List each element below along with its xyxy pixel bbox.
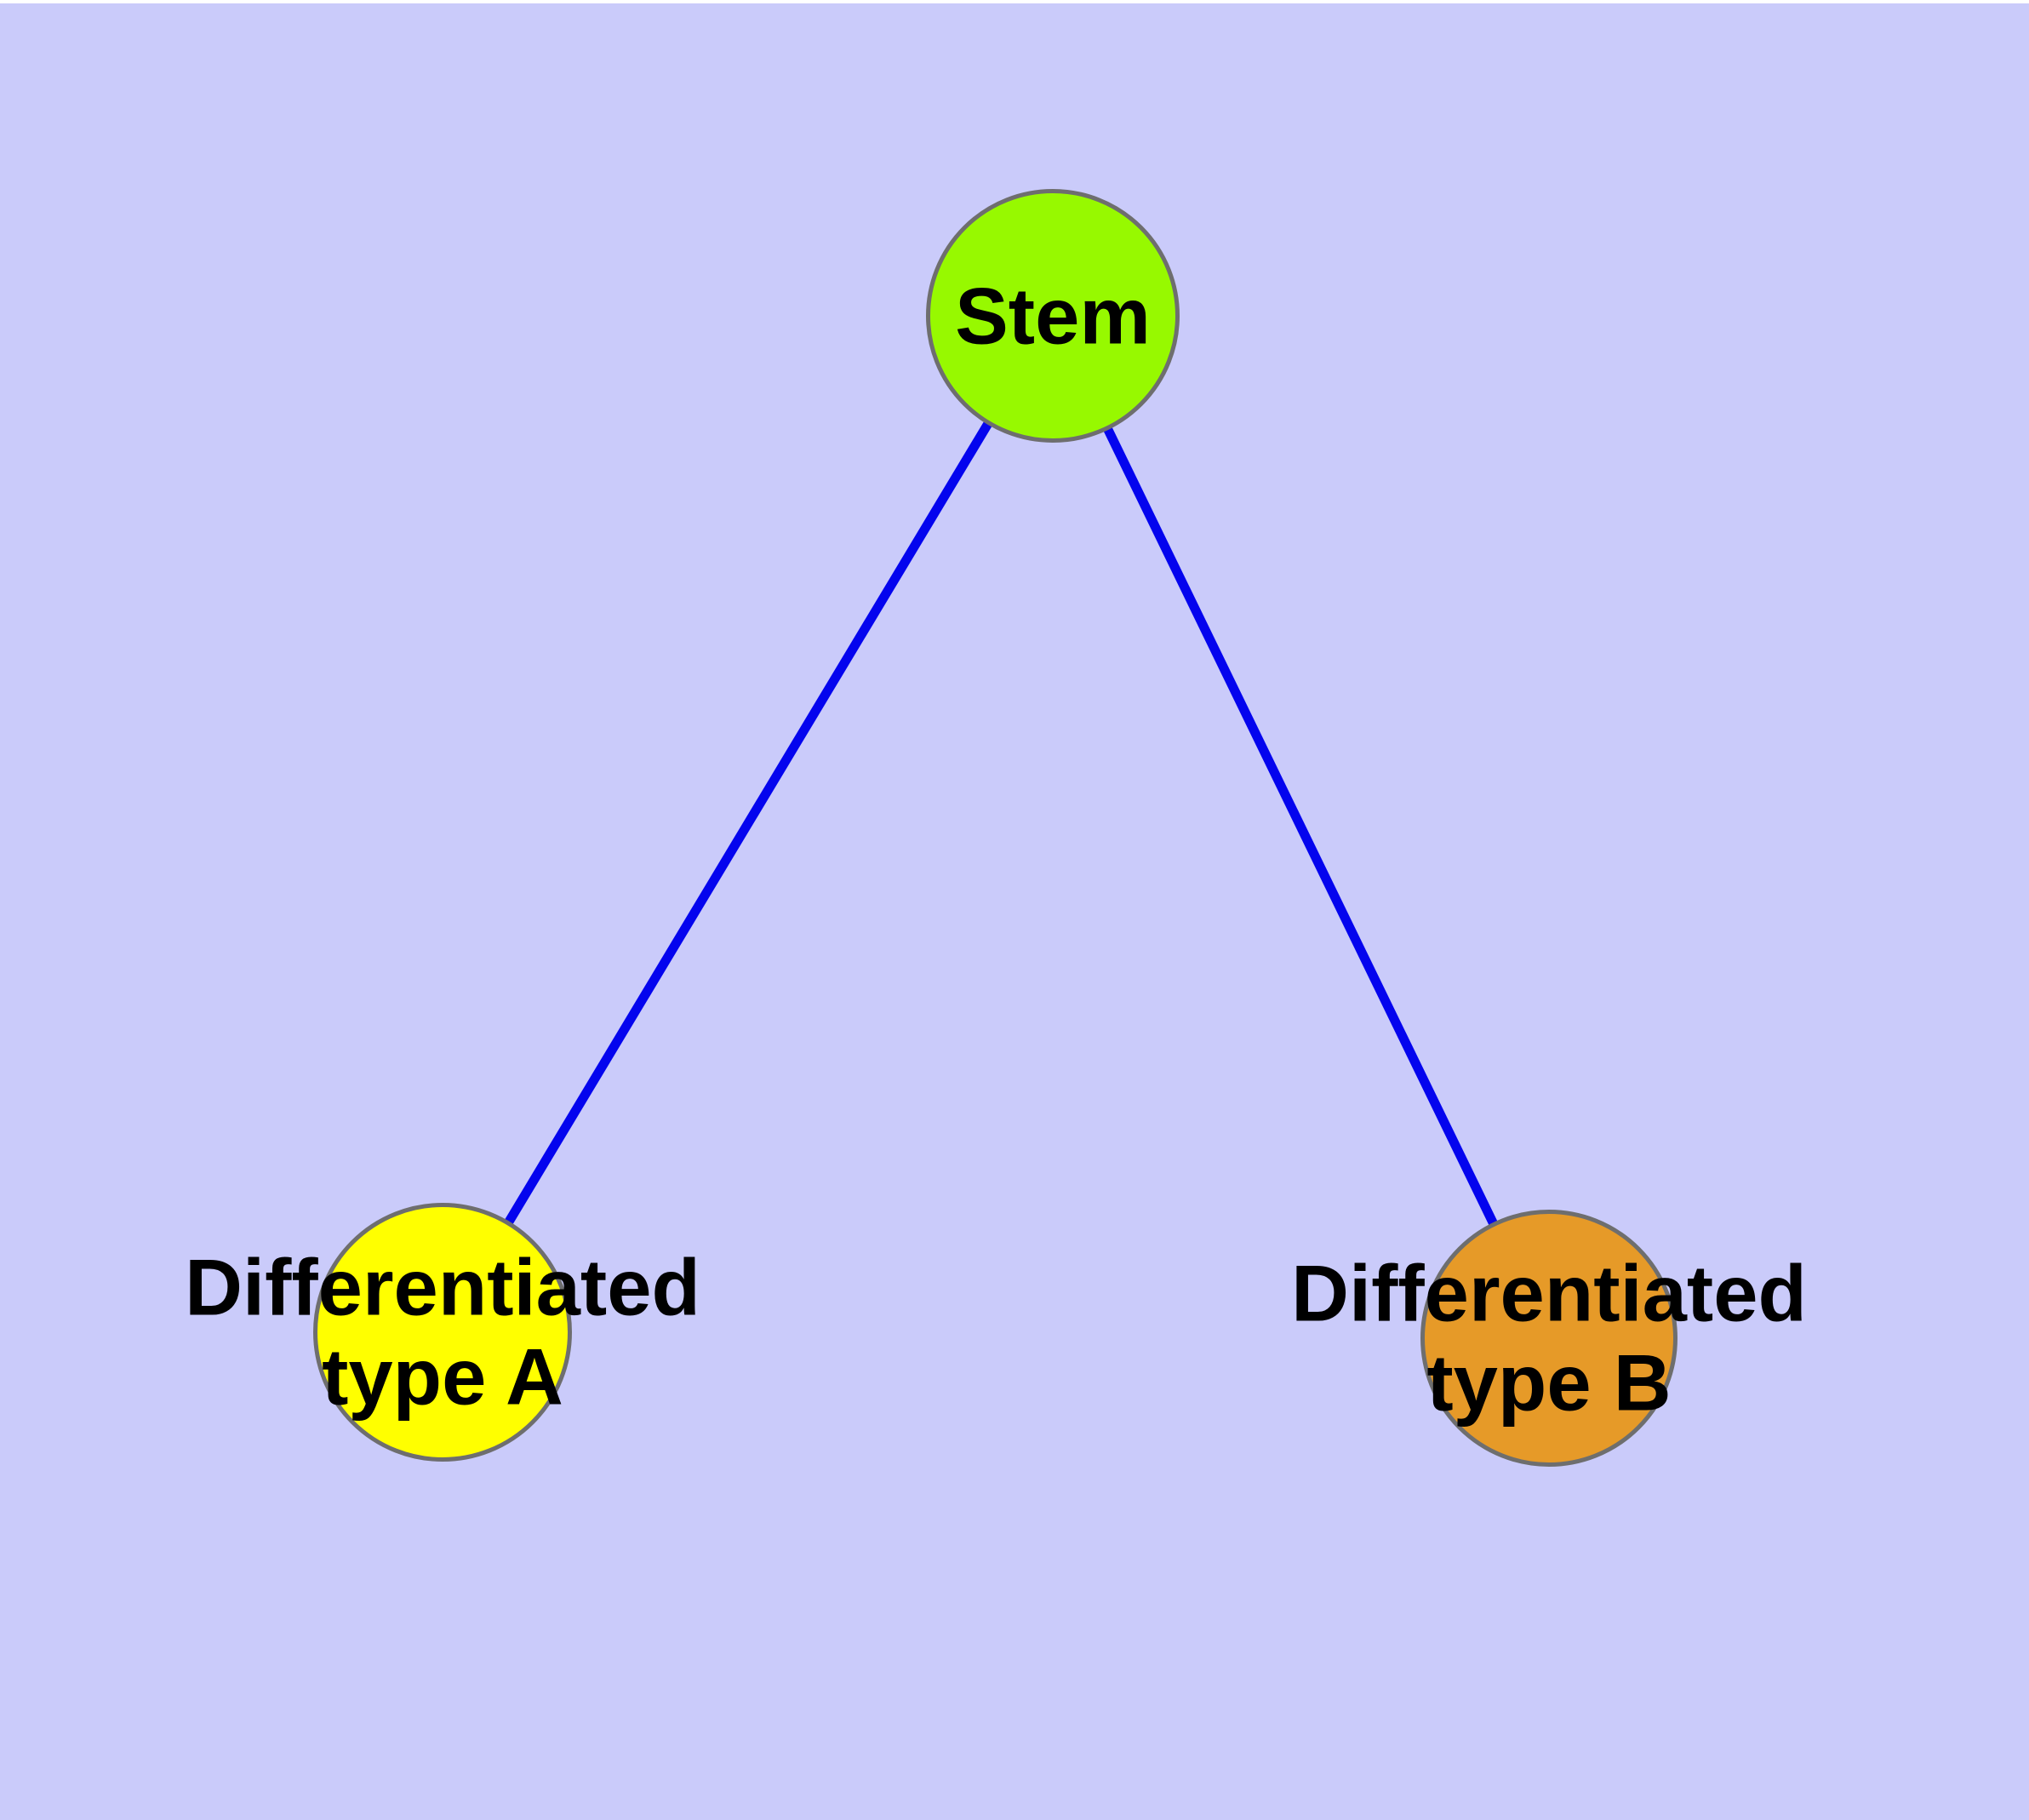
edge-stem-to-type-a [438, 313, 1057, 1335]
node-circle-stem[interactable] [926, 189, 1180, 443]
node-circle-differentiated-type-a[interactable] [313, 1203, 572, 1462]
node-circle-differentiated-type-b[interactable] [1420, 1210, 1677, 1467]
canvas-top-margin [0, 0, 2029, 3]
edge-stem-to-type-b [1049, 313, 1553, 1341]
